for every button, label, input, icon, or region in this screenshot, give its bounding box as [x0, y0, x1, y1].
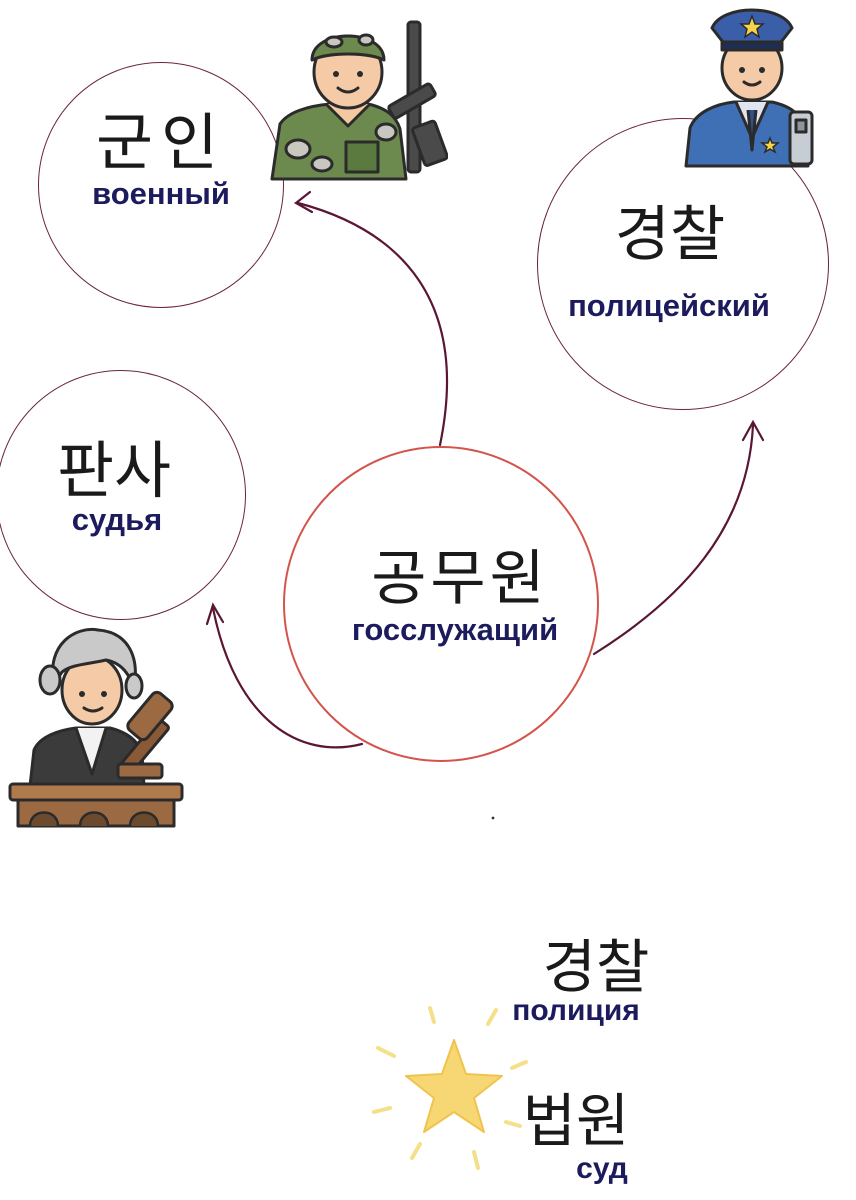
- military-node: [38, 62, 284, 308]
- judge-node: [0, 370, 246, 620]
- military-russian-label: военный: [92, 176, 230, 211]
- civil-servant-node: [283, 446, 599, 762]
- arrow-to-military: [296, 201, 449, 447]
- judge-russian-label: судья: [71, 502, 163, 537]
- bottom-court-russian: суд: [576, 1152, 628, 1185]
- police-node: [537, 118, 829, 410]
- police-korean-label: 경찰: [614, 200, 726, 270]
- bottom-court-korean: 법원: [522, 1087, 630, 1155]
- arrow-to-police: [592, 423, 755, 656]
- civil-servant-russian-label: госслужащий: [351, 612, 559, 647]
- soldier-icon: [270, 20, 448, 181]
- dot-mark: [491, 816, 495, 820]
- arrow-to-judge-head: [205, 602, 225, 626]
- bottom-police-russian: полиция: [512, 994, 640, 1027]
- arrow-to-police-head: [741, 419, 765, 442]
- police-officer-icon: [684, 8, 814, 168]
- civil-servant-korean-label: 공무원: [371, 544, 549, 614]
- arrow-to-judge: [211, 606, 364, 749]
- judge-korean-label: 판사: [56, 434, 172, 507]
- police-russian-label: полицейский: [568, 288, 770, 323]
- military-korean-label: 군인: [95, 106, 227, 179]
- bottom-police-korean: 경찰: [542, 933, 650, 1001]
- arrow-to-military-head: [294, 190, 314, 214]
- star-icon: [372, 1006, 528, 1170]
- judge-icon: [8, 627, 184, 828]
